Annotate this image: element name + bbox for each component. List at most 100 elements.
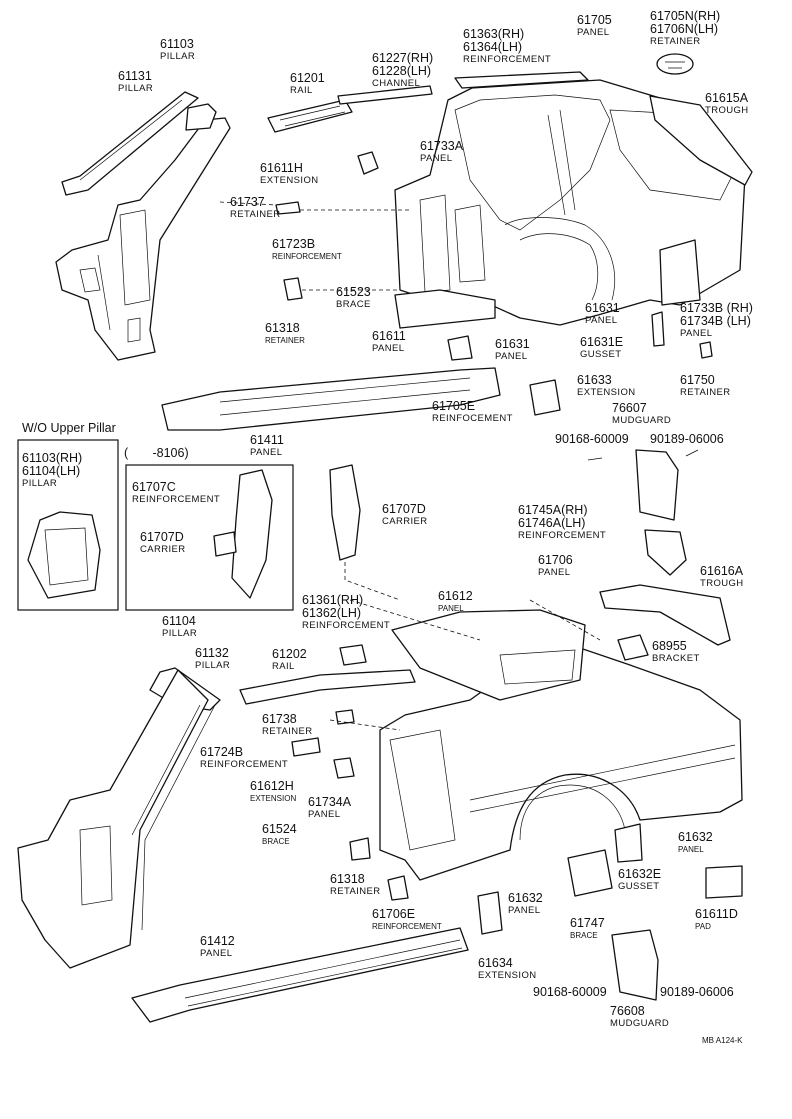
part-description: PILLAR [22, 478, 57, 489]
part-number: 61705N(RH) [650, 9, 720, 23]
part-number: 90168-60009 [533, 985, 607, 999]
part-number: 61707D [382, 502, 426, 516]
date-range-label: ( -8106) [124, 446, 189, 460]
part-number: 61616A [700, 564, 744, 578]
callout-6: 61705N(RH)61706N(LH)RETAINER [650, 9, 720, 47]
part-number: 61738 [262, 712, 297, 726]
part-description: EXTENSION [260, 175, 319, 186]
callout-33: 61361(RH)61362(LH)REINFORCEMENT [302, 593, 390, 631]
part-number: 61737 [230, 195, 265, 209]
part-number: 90168-60009 [555, 432, 629, 446]
part-description: PANEL [508, 905, 540, 916]
part-description: BRACE [262, 837, 290, 846]
part-description: CARRIER [382, 516, 428, 527]
part-description: PANEL [538, 567, 570, 578]
callout-3: 61227(RH)61228(LH)CHANNEL [372, 51, 433, 89]
part-number: 61523 [336, 285, 371, 299]
part-description: REINFORCEMENT [272, 252, 342, 261]
part-number: 61611H [260, 161, 303, 175]
part-number: 61318 [330, 872, 365, 886]
part-description: CARRIER [140, 544, 186, 555]
part-number: 61631E [580, 335, 623, 349]
callout-30: 61745A(RH)61746A(LH)REINFORCEMENT [518, 503, 606, 541]
part-number-alt: 61362(LH) [302, 606, 361, 620]
part-number: 90189-06006 [650, 432, 724, 446]
part-number: 61131 [118, 69, 152, 83]
wo-upper-pillar-box [17, 439, 119, 611]
part-number: 61734A [308, 795, 352, 809]
part-number: 61318 [265, 321, 300, 335]
part-description: PILLAR [162, 628, 197, 639]
wo-upper-pillar-label: W/O Upper Pillar [22, 421, 116, 435]
part-number: 61132 [195, 646, 229, 660]
callout-54: 90189-06006 [660, 985, 734, 999]
part-description: PILLAR [195, 660, 230, 671]
part-description: REINFORCEMENT [463, 54, 551, 65]
part-number: 61632E [618, 867, 661, 881]
part-number: 61201 [290, 71, 325, 85]
part-description: RETAINER [265, 336, 305, 345]
part-number: 61631 [495, 337, 530, 351]
part-description: RETAINER [650, 36, 701, 47]
part-description: RETAINER [330, 886, 381, 897]
part-description: REINFORCEMENT [518, 530, 606, 541]
part-number: 90189-06006 [660, 985, 734, 999]
callout-24: 90168-60009 [555, 432, 629, 446]
part-description: PANEL [250, 447, 282, 458]
part-number: 61633 [577, 373, 612, 387]
part-number-alt: 61228(LH) [372, 64, 431, 78]
callout-26: 61103(RH)61104(LH)PILLAR [22, 451, 82, 489]
part-number: 61733A [420, 139, 464, 153]
part-description: PANEL [680, 328, 712, 339]
part-number: 61103(RH) [22, 451, 82, 465]
part-description: PANEL [495, 351, 527, 362]
part-number: 61707C [132, 480, 176, 494]
part-number: 61202 [272, 647, 307, 661]
callout-labels: 61103PILLAR61131PILLAR61201RAIL61227(RH)… [22, 9, 753, 1029]
part-description: PANEL [420, 153, 452, 164]
part-description: EXTENSION [250, 794, 296, 803]
part-description: TROUGH [700, 578, 744, 589]
part-description: PANEL [200, 948, 232, 959]
part-number: 61611 [372, 329, 406, 343]
reinforcement-61707c-illustration [231, 469, 273, 599]
part-number: 61615A [705, 91, 749, 105]
part-number-alt: 61104(LH) [22, 464, 80, 478]
part-number: 61227(RH) [372, 51, 433, 65]
part-description: RETAINER [230, 209, 281, 220]
part-number: 61707D [140, 530, 184, 544]
part-number: 61611D [695, 907, 738, 921]
part-number: 61634 [478, 956, 513, 970]
